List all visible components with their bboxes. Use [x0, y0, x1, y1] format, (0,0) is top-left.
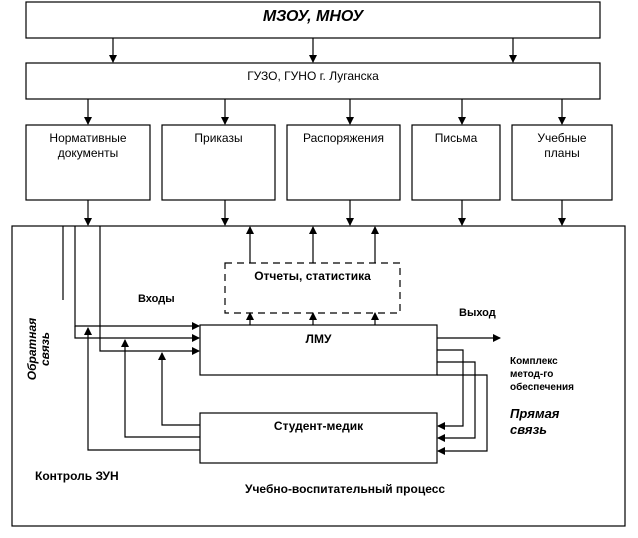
- process-label: Учебно-воспитательный процесс: [245, 482, 446, 496]
- feedback-line-1: [84, 327, 200, 451]
- control-label: Контроль ЗУН: [35, 469, 119, 483]
- doc-box-5-line1: Учебные: [537, 131, 587, 145]
- doc-box-2-line1: Приказы: [194, 131, 243, 145]
- doc-box-4: [411, 124, 501, 201]
- top-box-label: МЗОУ, МНОУ: [262, 8, 364, 25]
- direct-line-3: [437, 374, 488, 455]
- outer-process-box: [11, 225, 626, 527]
- input-line-3: [99, 226, 200, 355]
- feedback-label: Обратная связь: [25, 304, 52, 394]
- reports-box-label: Отчеты, статистика: [254, 269, 371, 283]
- top-box: [25, 1, 601, 39]
- doc-box-3-label: Распоряжения: [287, 131, 400, 146]
- doc-box-5: [511, 124, 613, 201]
- doc-box-4-line1: Письма: [434, 131, 478, 145]
- student-box-label: Студент-медик: [273, 419, 364, 433]
- doc-box-1-line1: Нормативные: [49, 131, 127, 145]
- method-support-line2: метод-го: [510, 369, 554, 380]
- second-box-label: ГУЗО, ГУНО г. Луганска: [247, 69, 379, 83]
- doc-box-5-label: Учебные планы: [512, 131, 612, 161]
- doc-box-1: [25, 124, 151, 201]
- feedback-label-line2: связь: [38, 331, 52, 367]
- direct-link-line2: связь: [510, 422, 547, 437]
- direct-line-1: [437, 349, 464, 430]
- doc-box-2: [161, 124, 276, 201]
- doc-box-2-label: Приказы: [162, 131, 275, 146]
- method-support-label: Комплекс метод-го обеспечения: [510, 355, 574, 394]
- inputs-label: Входы: [138, 293, 175, 305]
- output-label: Выход: [459, 307, 496, 319]
- direct-line-2: [437, 361, 476, 442]
- lmu-box-label: ЛМУ: [305, 332, 332, 346]
- second-box: [25, 62, 601, 100]
- doc-box-4-label: Письма: [412, 131, 500, 146]
- method-support-line3: обеспечения: [510, 382, 575, 393]
- feedback-line-2: [121, 339, 200, 438]
- direct-link-label: Прямая связь: [510, 406, 559, 438]
- doc-box-1-label: Нормативные документы: [26, 131, 150, 161]
- doc-box-5-line2: планы: [544, 146, 580, 160]
- input-line-1: [74, 226, 200, 330]
- doc-box-3: [286, 124, 401, 201]
- direct-link-line1: Прямая: [510, 406, 560, 421]
- input-line-2: [74, 326, 200, 342]
- feedback-line-3: [158, 352, 200, 426]
- doc-box-3-line1: Распоряжения: [302, 131, 385, 145]
- doc-box-1-line2: документы: [57, 146, 119, 160]
- method-support-line1: Комплекс: [510, 356, 558, 367]
